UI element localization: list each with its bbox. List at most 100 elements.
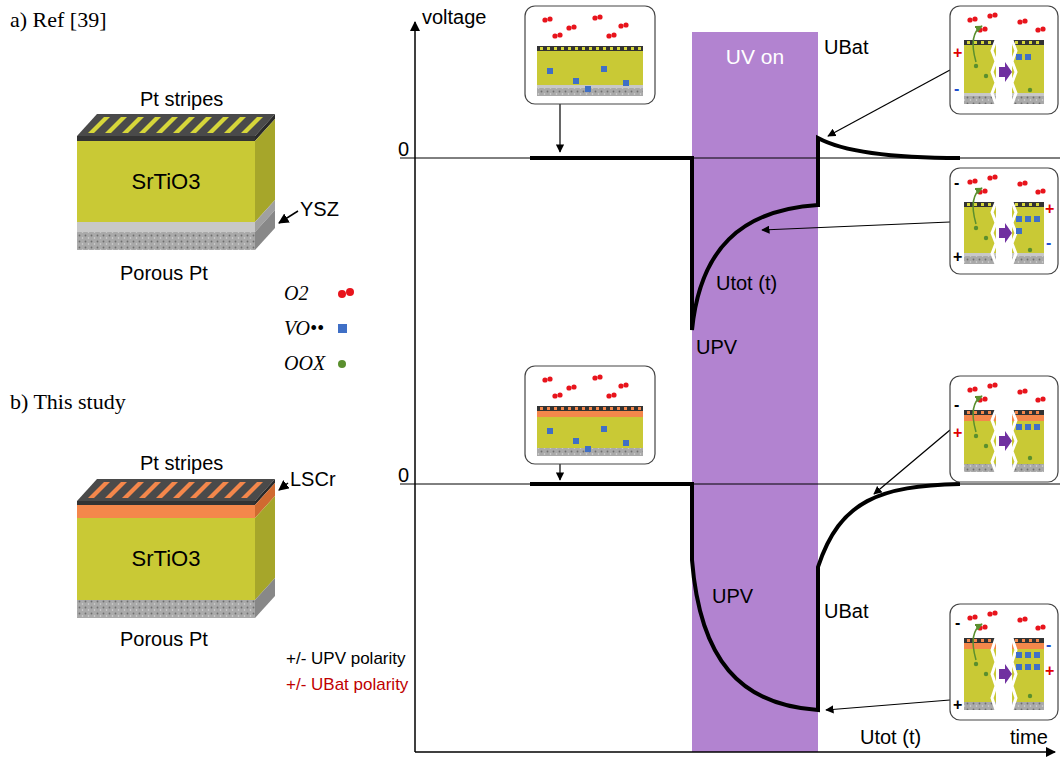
mini-slit — [582, 47, 585, 50]
voltage-curve — [530, 484, 960, 710]
mini-slit — [1029, 41, 1032, 44]
oxide-ion — [1028, 248, 1032, 252]
stripe-slit — [224, 117, 246, 133]
mini-slit — [981, 639, 984, 642]
process-arrow — [999, 62, 1012, 82]
legend-row: OOX — [284, 346, 347, 381]
vacancy — [601, 426, 607, 432]
mini-slit — [1029, 411, 1032, 414]
o2-molecule — [1040, 396, 1045, 401]
inset-frame — [525, 6, 655, 104]
o2-molecule — [987, 175, 992, 180]
vacancy — [585, 86, 591, 92]
mini-slit — [610, 47, 613, 50]
vacancy — [573, 78, 579, 84]
part-label: Porous Pt — [120, 628, 208, 650]
stripe-slit — [190, 482, 212, 498]
oxygen-path — [973, 26, 982, 62]
mini-slit — [554, 47, 557, 50]
vacancy — [1016, 216, 1022, 222]
oxide-ion — [974, 226, 978, 230]
o2-molecule — [592, 15, 597, 20]
inset — [950, 376, 1058, 482]
uv-band: UV on — [692, 34, 818, 80]
oxide-ion — [984, 672, 988, 676]
mini-slit — [603, 47, 606, 50]
o2-molecule — [982, 624, 987, 629]
mini-slit — [624, 407, 627, 410]
o2-molecule — [972, 178, 977, 183]
o2-molecule — [967, 615, 972, 620]
mini-slit — [1022, 203, 1025, 206]
o2-molecule — [557, 392, 562, 397]
stripe-slit — [241, 117, 263, 133]
mini-slit — [1015, 639, 1018, 642]
oxide-ion — [974, 434, 978, 438]
mini-porous — [1012, 702, 1044, 710]
oxide-ion — [974, 662, 978, 666]
porous-pt-layer — [77, 232, 255, 250]
inset — [950, 168, 1058, 274]
substrate-block: SrTiO3 — [77, 141, 255, 222]
oxygen-path — [973, 396, 982, 432]
vacancy — [547, 68, 553, 74]
mini-slit — [988, 411, 991, 414]
curve-label: UPV — [696, 336, 737, 358]
stripe-slit — [224, 482, 246, 498]
mini-stripes — [964, 40, 996, 45]
pt-stripes-edge — [77, 136, 255, 141]
stripe-slit — [156, 117, 178, 133]
mini-slit — [1029, 203, 1032, 206]
mini-slit — [547, 47, 550, 50]
o2-molecule — [1022, 18, 1027, 23]
mini-slit — [589, 47, 592, 50]
pt-stripes-top — [77, 479, 275, 501]
mini-slit — [974, 411, 977, 414]
vacancy — [1025, 216, 1031, 222]
curve-label: Utot (t) — [860, 726, 921, 748]
mini-slit — [638, 47, 641, 50]
polarity-sign: + — [1045, 200, 1054, 218]
stripe-slit — [88, 117, 110, 133]
mini-slit — [981, 203, 984, 206]
o2-molecule — [987, 611, 992, 616]
inset — [525, 6, 655, 104]
stripe-slit — [241, 482, 263, 498]
crack-edge — [992, 410, 996, 472]
node-text: SrTiO3 — [132, 169, 201, 195]
stripe-slit — [173, 482, 195, 498]
mini-stripes — [1012, 638, 1044, 643]
o2-molecule — [1017, 181, 1022, 186]
inset — [950, 604, 1058, 720]
o2-molecule — [982, 26, 987, 31]
mini-slit — [1022, 41, 1025, 44]
vacancy — [1034, 424, 1040, 430]
o2-molecule — [1040, 624, 1045, 629]
mini-slit — [568, 407, 571, 410]
stripe-slit — [122, 117, 144, 133]
curve-label: UBat — [824, 36, 868, 58]
polarity-sign: - — [1046, 636, 1051, 654]
inset-group — [525, 6, 1058, 720]
inset-frame — [950, 376, 1058, 482]
o2-molecule — [597, 14, 602, 19]
vacancy — [1034, 652, 1040, 658]
mini-stripes — [1012, 202, 1044, 207]
legend-row: O2 — [284, 276, 347, 311]
mini-slit — [1036, 411, 1039, 414]
axis-tick: 0 — [398, 138, 409, 160]
mini-slit — [617, 47, 620, 50]
o2-molecule — [1040, 188, 1045, 193]
mini-slit — [596, 47, 599, 50]
o2-molecule — [967, 17, 972, 22]
o2-molecule — [992, 610, 997, 615]
oxide-ion — [1028, 456, 1032, 460]
inset-frame — [950, 168, 1058, 274]
process-arrow — [999, 664, 1012, 684]
mini-slit — [631, 407, 634, 410]
part-label: LSCr — [290, 468, 336, 490]
mini-slit — [631, 47, 634, 50]
oxide-ion — [984, 236, 988, 240]
crack-edge — [992, 202, 996, 264]
o2-molecule — [606, 33, 611, 38]
